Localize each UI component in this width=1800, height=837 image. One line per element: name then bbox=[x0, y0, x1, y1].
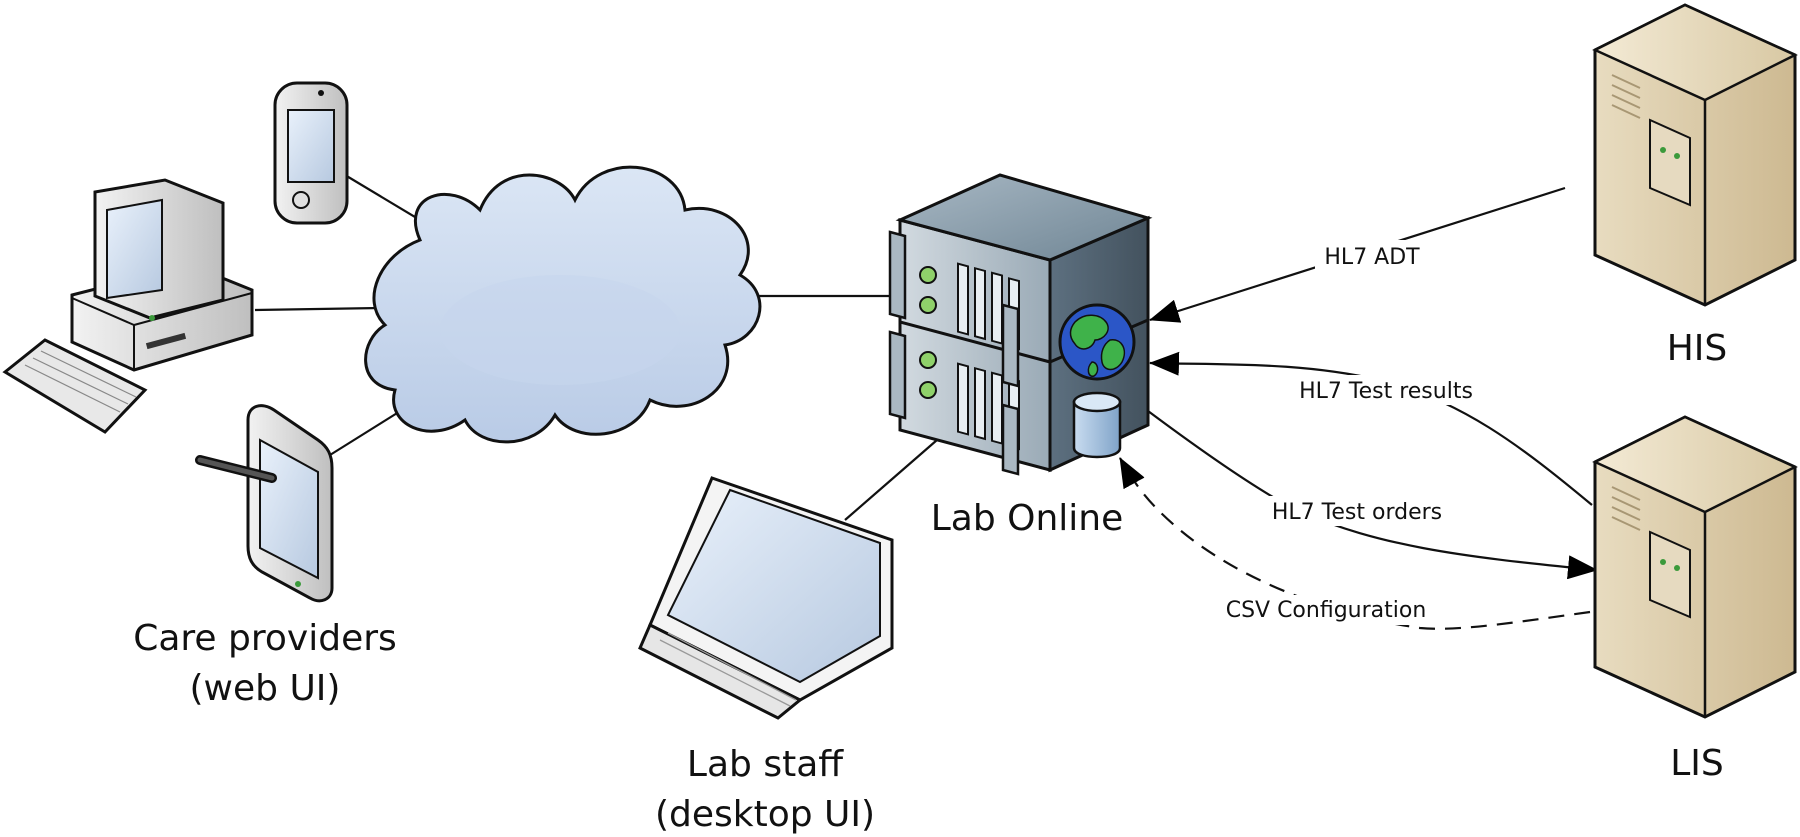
tower-server-icon bbox=[1592, 3, 1798, 307]
hl7-test-results-label: HL7 Test results bbox=[1299, 379, 1473, 404]
hl7-test-orders-flow bbox=[1139, 404, 1598, 580]
cloud-icon bbox=[364, 165, 762, 444]
lab-online-label: Lab Online bbox=[931, 498, 1124, 539]
globe-icon bbox=[1058, 303, 1136, 381]
lab-staff-sublabel: (desktop UI) bbox=[655, 794, 875, 835]
care-providers-label: Care providers bbox=[133, 618, 397, 659]
his-label: HIS bbox=[1667, 328, 1728, 369]
lis-label: LIS bbox=[1670, 743, 1724, 784]
hl7-adt-label: HL7 ADT bbox=[1324, 245, 1420, 270]
desktop-computer-icon bbox=[2, 178, 254, 434]
csv-configuration-label: CSV Configuration bbox=[1226, 598, 1427, 623]
desktop-cloud-link bbox=[254, 306, 381, 312]
database-icon bbox=[1072, 391, 1122, 459]
laptop-icon bbox=[638, 476, 894, 720]
care-providers-sublabel: (web UI) bbox=[190, 668, 341, 709]
tower-server-icon bbox=[1592, 415, 1798, 719]
hl7-test-orders-label: HL7 Test orders bbox=[1272, 500, 1442, 525]
lab-staff-label: Lab staff bbox=[687, 744, 844, 785]
tablet-icon bbox=[195, 404, 334, 603]
pda-icon bbox=[273, 81, 349, 225]
